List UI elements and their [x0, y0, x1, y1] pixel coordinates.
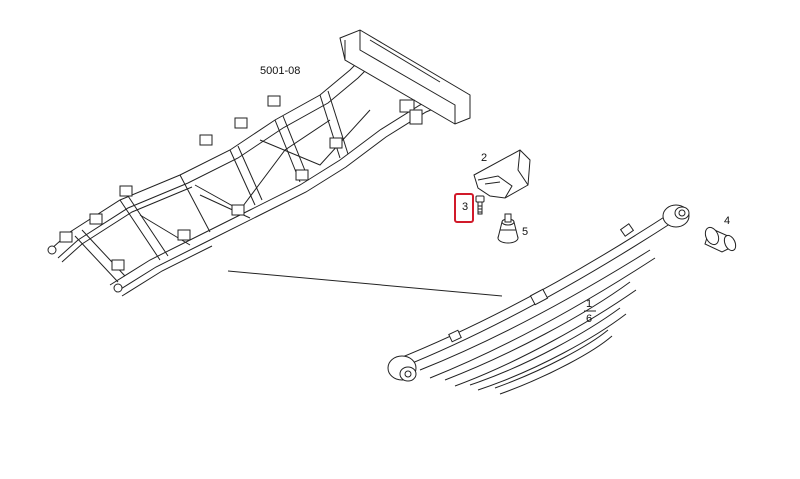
bump-stop-part[interactable]: [497, 213, 519, 244]
highlight-box: [454, 193, 474, 223]
part-label-5[interactable]: 5: [522, 226, 529, 238]
part-label-4[interactable]: 4: [724, 215, 731, 227]
part-label-3[interactable]: 3: [462, 201, 469, 213]
part-label-6[interactable]: 6: [586, 313, 593, 325]
spring-bracket-part[interactable]: [473, 149, 531, 199]
leaf-spring-part[interactable]: [387, 204, 690, 395]
assembly-ref-label: 5001-08: [260, 65, 301, 77]
leader-line: [227, 270, 503, 297]
chassis-frame[interactable]: [47, 29, 471, 297]
part-label-1[interactable]: 1: [586, 298, 593, 310]
part-label-2[interactable]: 2: [481, 152, 488, 164]
bolt-part[interactable]: [475, 195, 485, 215]
bushing-part[interactable]: [703, 225, 738, 253]
